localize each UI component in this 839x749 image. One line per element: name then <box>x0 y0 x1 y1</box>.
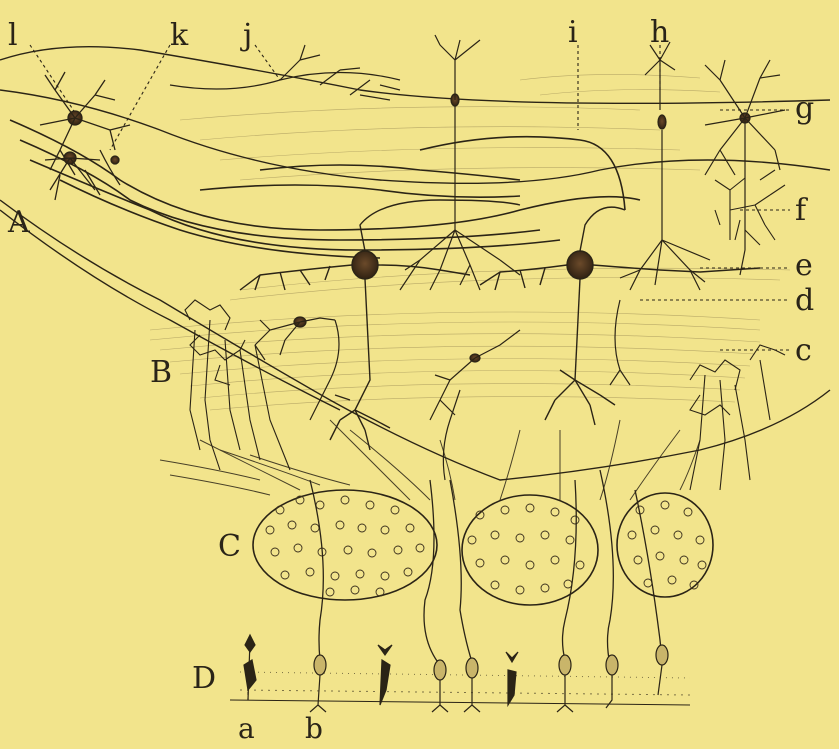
label-c: c <box>795 333 812 368</box>
label-d: d <box>795 283 814 318</box>
label-b: b <box>305 712 323 745</box>
label-D: D <box>192 661 216 696</box>
label-i: i <box>568 15 578 50</box>
label-h: h <box>650 15 669 50</box>
label-B: B <box>150 355 172 390</box>
label-k: k <box>170 18 189 53</box>
label-a: a <box>238 712 255 745</box>
label-l: l <box>8 18 18 53</box>
label-g: g <box>795 91 814 126</box>
label-f: f <box>795 193 808 228</box>
label-e: e <box>795 248 813 283</box>
label-C: C <box>218 529 241 564</box>
label-A: A <box>7 205 30 240</box>
